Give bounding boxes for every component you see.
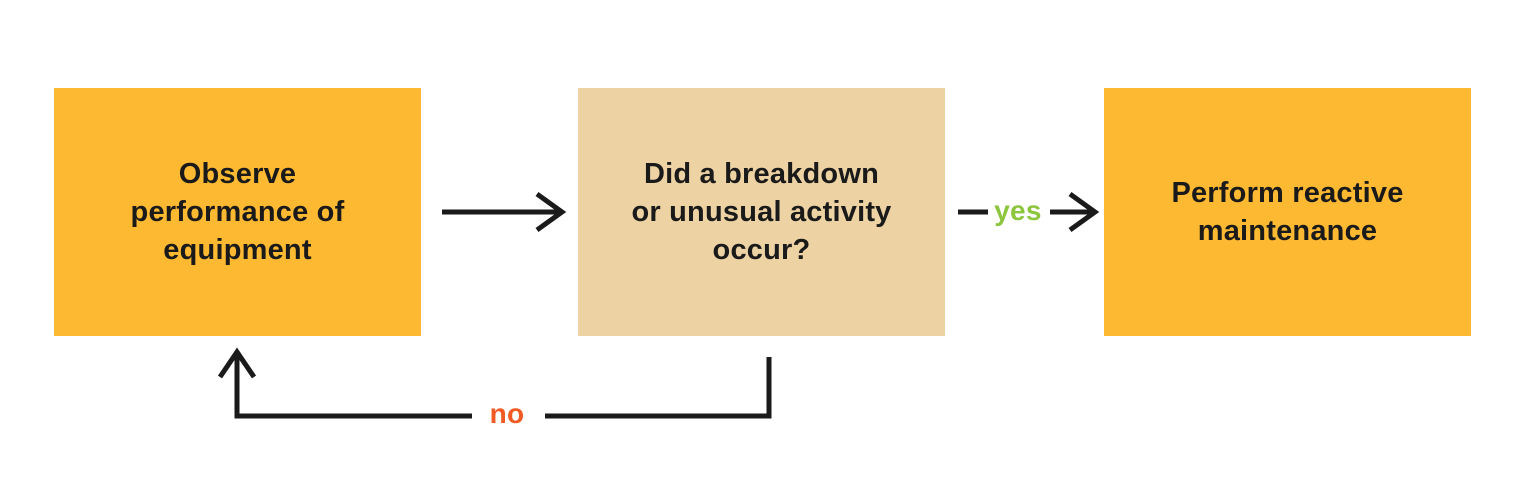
arrowhead-right-icon (535, 191, 567, 233)
node-reactive-maintenance-label: Perform reactive maintenance (1171, 177, 1404, 247)
node-reactive-maintenance: Perform reactive maintenance (1104, 88, 1471, 336)
edge-label-yes: yes (994, 195, 1042, 226)
arrow-observe-to-decision (442, 191, 567, 233)
node-observe-performance: Observe performance of equipment (54, 88, 421, 336)
arrowhead-right-icon (1068, 191, 1100, 233)
arrow-segment-down-left (545, 357, 772, 419)
node-observe-performance-label: Observe performance of equipment (130, 158, 345, 266)
edge-label-no: no (489, 398, 525, 429)
arrow-segment-left-up (234, 355, 472, 419)
node-breakdown-decision: Did a breakdown or unusual activity occu… (578, 88, 945, 336)
node-breakdown-decision-label: Did a breakdown or unusual activity occu… (631, 158, 892, 266)
arrowhead-up-icon (217, 347, 257, 379)
